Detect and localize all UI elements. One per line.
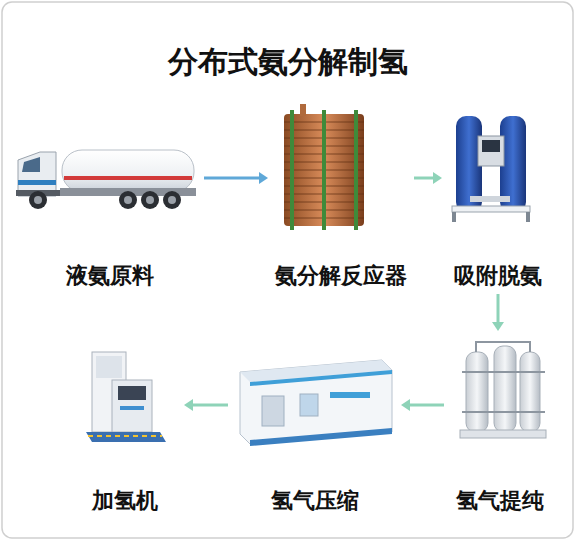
arrow-line [204, 177, 260, 180]
hydrogen-dispenser [86, 352, 166, 442]
process-step: 加氢机 [70, 340, 180, 515]
hydrogen-compressor [240, 360, 392, 446]
flow-arrow [184, 399, 228, 411]
flow-arrow [492, 294, 504, 331]
process-step: 氢气提纯 [448, 335, 552, 515]
arrow-head [259, 172, 268, 184]
adsorption-dryer [452, 116, 530, 222]
step-label: 氢气提纯 [448, 487, 552, 515]
arrow-line [409, 404, 444, 407]
process-step: 氢气压缩 [232, 345, 397, 515]
step-label: 加氢机 [70, 487, 180, 515]
arrow-line [192, 404, 228, 407]
process-step: 液氨原料 [20, 128, 200, 290]
flow-arrow [401, 399, 444, 411]
step-label: 液氨原料 [20, 262, 200, 290]
arrow-head [492, 322, 504, 331]
arrow-line [497, 294, 500, 323]
arrow-head [401, 399, 410, 411]
arrow-head [184, 399, 193, 411]
arrow-line [414, 177, 434, 180]
arrow-head [433, 172, 442, 184]
reactor-coil [284, 104, 364, 230]
process-step: 吸附脱氨 [446, 100, 550, 290]
process-step: 氨分解反应器 [272, 100, 410, 290]
step-label: 氨分解反应器 [272, 262, 410, 290]
flow-arrow [414, 172, 442, 184]
diagram-title: 分布式氨分解制氢 [0, 42, 575, 82]
step-label: 吸附脱氨 [446, 262, 550, 290]
step-label: 氢气压缩 [232, 487, 397, 515]
hydrogen-purifier [460, 342, 546, 438]
flow-arrow [204, 172, 268, 184]
tanker-truck [16, 150, 196, 209]
